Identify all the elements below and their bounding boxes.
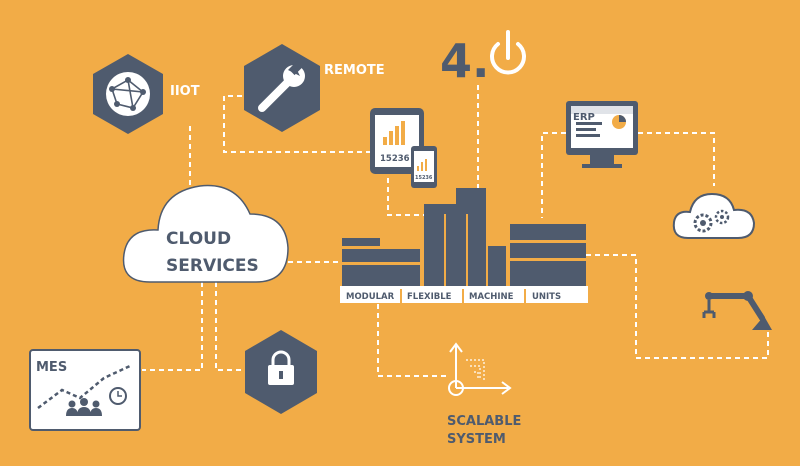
- erp-monitor-icon: ERP: [566, 101, 638, 168]
- phone-value: 15236: [415, 175, 433, 181]
- cloud-gears-icon: [672, 192, 756, 239]
- security-node: [245, 330, 317, 414]
- scalable-line-2: SYSTEM: [447, 432, 506, 447]
- industry-label: 4.: [440, 34, 489, 88]
- mes-board-icon: MES: [29, 349, 141, 431]
- factory-label-units: UNITS: [532, 292, 561, 302]
- phone-chart-icon: 15236: [411, 146, 437, 188]
- mes-label: MES: [36, 360, 67, 375]
- scalable-line-1: SCALABLE: [447, 414, 521, 429]
- people-icon: [66, 398, 102, 416]
- cloud-line-1: CLOUD: [166, 229, 231, 249]
- factory-icon: [340, 188, 588, 289]
- robot-arm-icon: [702, 291, 772, 330]
- network-globe-icon: [106, 72, 150, 116]
- industry-4-0-logo: 4.: [440, 30, 526, 88]
- iiot-label: IIOT: [170, 84, 200, 99]
- erp-label: ERP: [573, 112, 595, 123]
- remote-node: REMOTE: [244, 44, 385, 132]
- remote-label: REMOTE: [324, 63, 385, 78]
- factory-label-flexible: FLEXIBLE: [407, 292, 452, 302]
- iiot-node: IIOT: [93, 54, 200, 134]
- wrench-icon: [258, 60, 305, 112]
- factory-label-strip: MODULAR FLEXIBLE MACHINE UNITS: [340, 288, 588, 303]
- cloud-services-node: CLOUD SERVICES: [122, 184, 289, 283]
- cloud-line-2: SERVICES: [166, 256, 259, 276]
- scalable-axes-icon: [448, 342, 512, 396]
- power-icon: [490, 30, 526, 75]
- tablet-value: 15236: [380, 154, 410, 164]
- factory-label-machine: MACHINE: [469, 292, 514, 302]
- padlock-icon: [268, 350, 294, 385]
- connector-lines: [142, 85, 769, 377]
- factory-label-modular: MODULAR: [346, 292, 395, 302]
